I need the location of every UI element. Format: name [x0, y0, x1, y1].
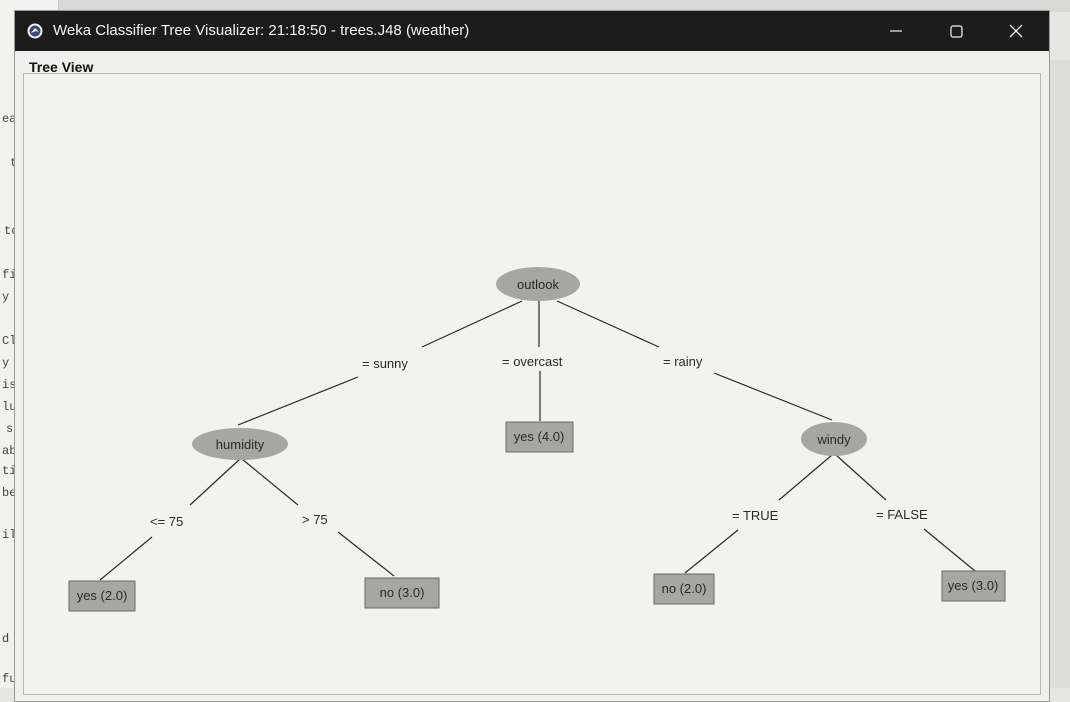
close-button[interactable]	[1001, 19, 1031, 43]
console-line: ea	[2, 112, 17, 126]
minimize-button[interactable]	[881, 19, 911, 43]
node-label: outlook	[517, 277, 559, 292]
edge-line-humidity-low	[189, 458, 241, 506]
window-title: Weka Classifier Tree Visualizer: 21:18:5…	[53, 22, 470, 39]
node-outlook[interactable]: outlook	[496, 267, 580, 301]
leaf-no-3[interactable]: no (3.0)	[364, 577, 440, 609]
edge-label-windy-false: = FALSE	[876, 507, 928, 522]
edge-line-windy-false-lower	[923, 528, 976, 572]
edge-label-windy-true: = TRUE	[732, 508, 779, 523]
background-window-edge	[1046, 60, 1070, 688]
edge-label-overcast: = overcast	[502, 354, 563, 369]
leaf-label: yes (4.0)	[514, 429, 565, 444]
close-icon	[1009, 24, 1023, 38]
leaf-label: no (2.0)	[662, 581, 707, 596]
edge-line-windy-true-lower	[684, 529, 739, 574]
edge-label-sunny: = sunny	[362, 356, 408, 371]
leaf-label: yes (3.0)	[948, 578, 999, 593]
edge-label-rainy: = rainy	[663, 354, 703, 369]
edge-line-windy-false	[835, 454, 887, 501]
leaf-label: yes (2.0)	[77, 588, 128, 603]
edge-line-rainy	[556, 300, 660, 348]
edge-line-sunny-lower	[237, 376, 359, 426]
node-label: windy	[816, 432, 851, 447]
minimize-icon	[890, 30, 902, 32]
decision-tree-graph[interactable]: = sunny = overcast = rainy <= 75 > 75 = …	[24, 74, 1040, 694]
title-bar[interactable]: Weka Classifier Tree Visualizer: 21:18:5…	[15, 11, 1049, 51]
console-line: t	[10, 156, 17, 170]
maximize-icon	[950, 25, 963, 38]
leaf-yes-3[interactable]: yes (3.0)	[941, 570, 1006, 602]
node-windy[interactable]: windy	[801, 422, 867, 456]
leaf-no-2[interactable]: no (2.0)	[653, 573, 715, 605]
tree-view-panel[interactable]: = sunny = overcast = rainy <= 75 > 75 = …	[23, 73, 1041, 695]
edge-line-humidity-high-lower	[337, 531, 395, 577]
leaf-yes-2[interactable]: yes (2.0)	[68, 580, 136, 612]
edge-line-rainy-lower	[713, 372, 833, 421]
leaf-yes-4[interactable]: yes (4.0)	[505, 421, 574, 453]
weka-bird-icon	[27, 23, 43, 39]
edge-label-humidity-low: <= 75	[150, 514, 183, 529]
tree-edges	[99, 300, 976, 581]
edge-line-humidity-high	[241, 458, 299, 506]
node-humidity[interactable]: humidity	[192, 428, 288, 460]
tree-visualizer-window: Weka Classifier Tree Visualizer: 21:18:5…	[14, 10, 1050, 702]
edge-line-sunny	[421, 300, 523, 348]
edge-line-humidity-low-lower	[99, 536, 153, 581]
edge-line-windy-true	[778, 454, 833, 501]
maximize-button[interactable]	[941, 19, 971, 43]
edge-label-humidity-high: > 75	[302, 512, 328, 527]
tree-view-label: Tree View	[29, 59, 94, 75]
leaf-label: no (3.0)	[380, 585, 425, 600]
desktop-background-strip	[0, 0, 1070, 12]
node-label: humidity	[216, 437, 265, 452]
